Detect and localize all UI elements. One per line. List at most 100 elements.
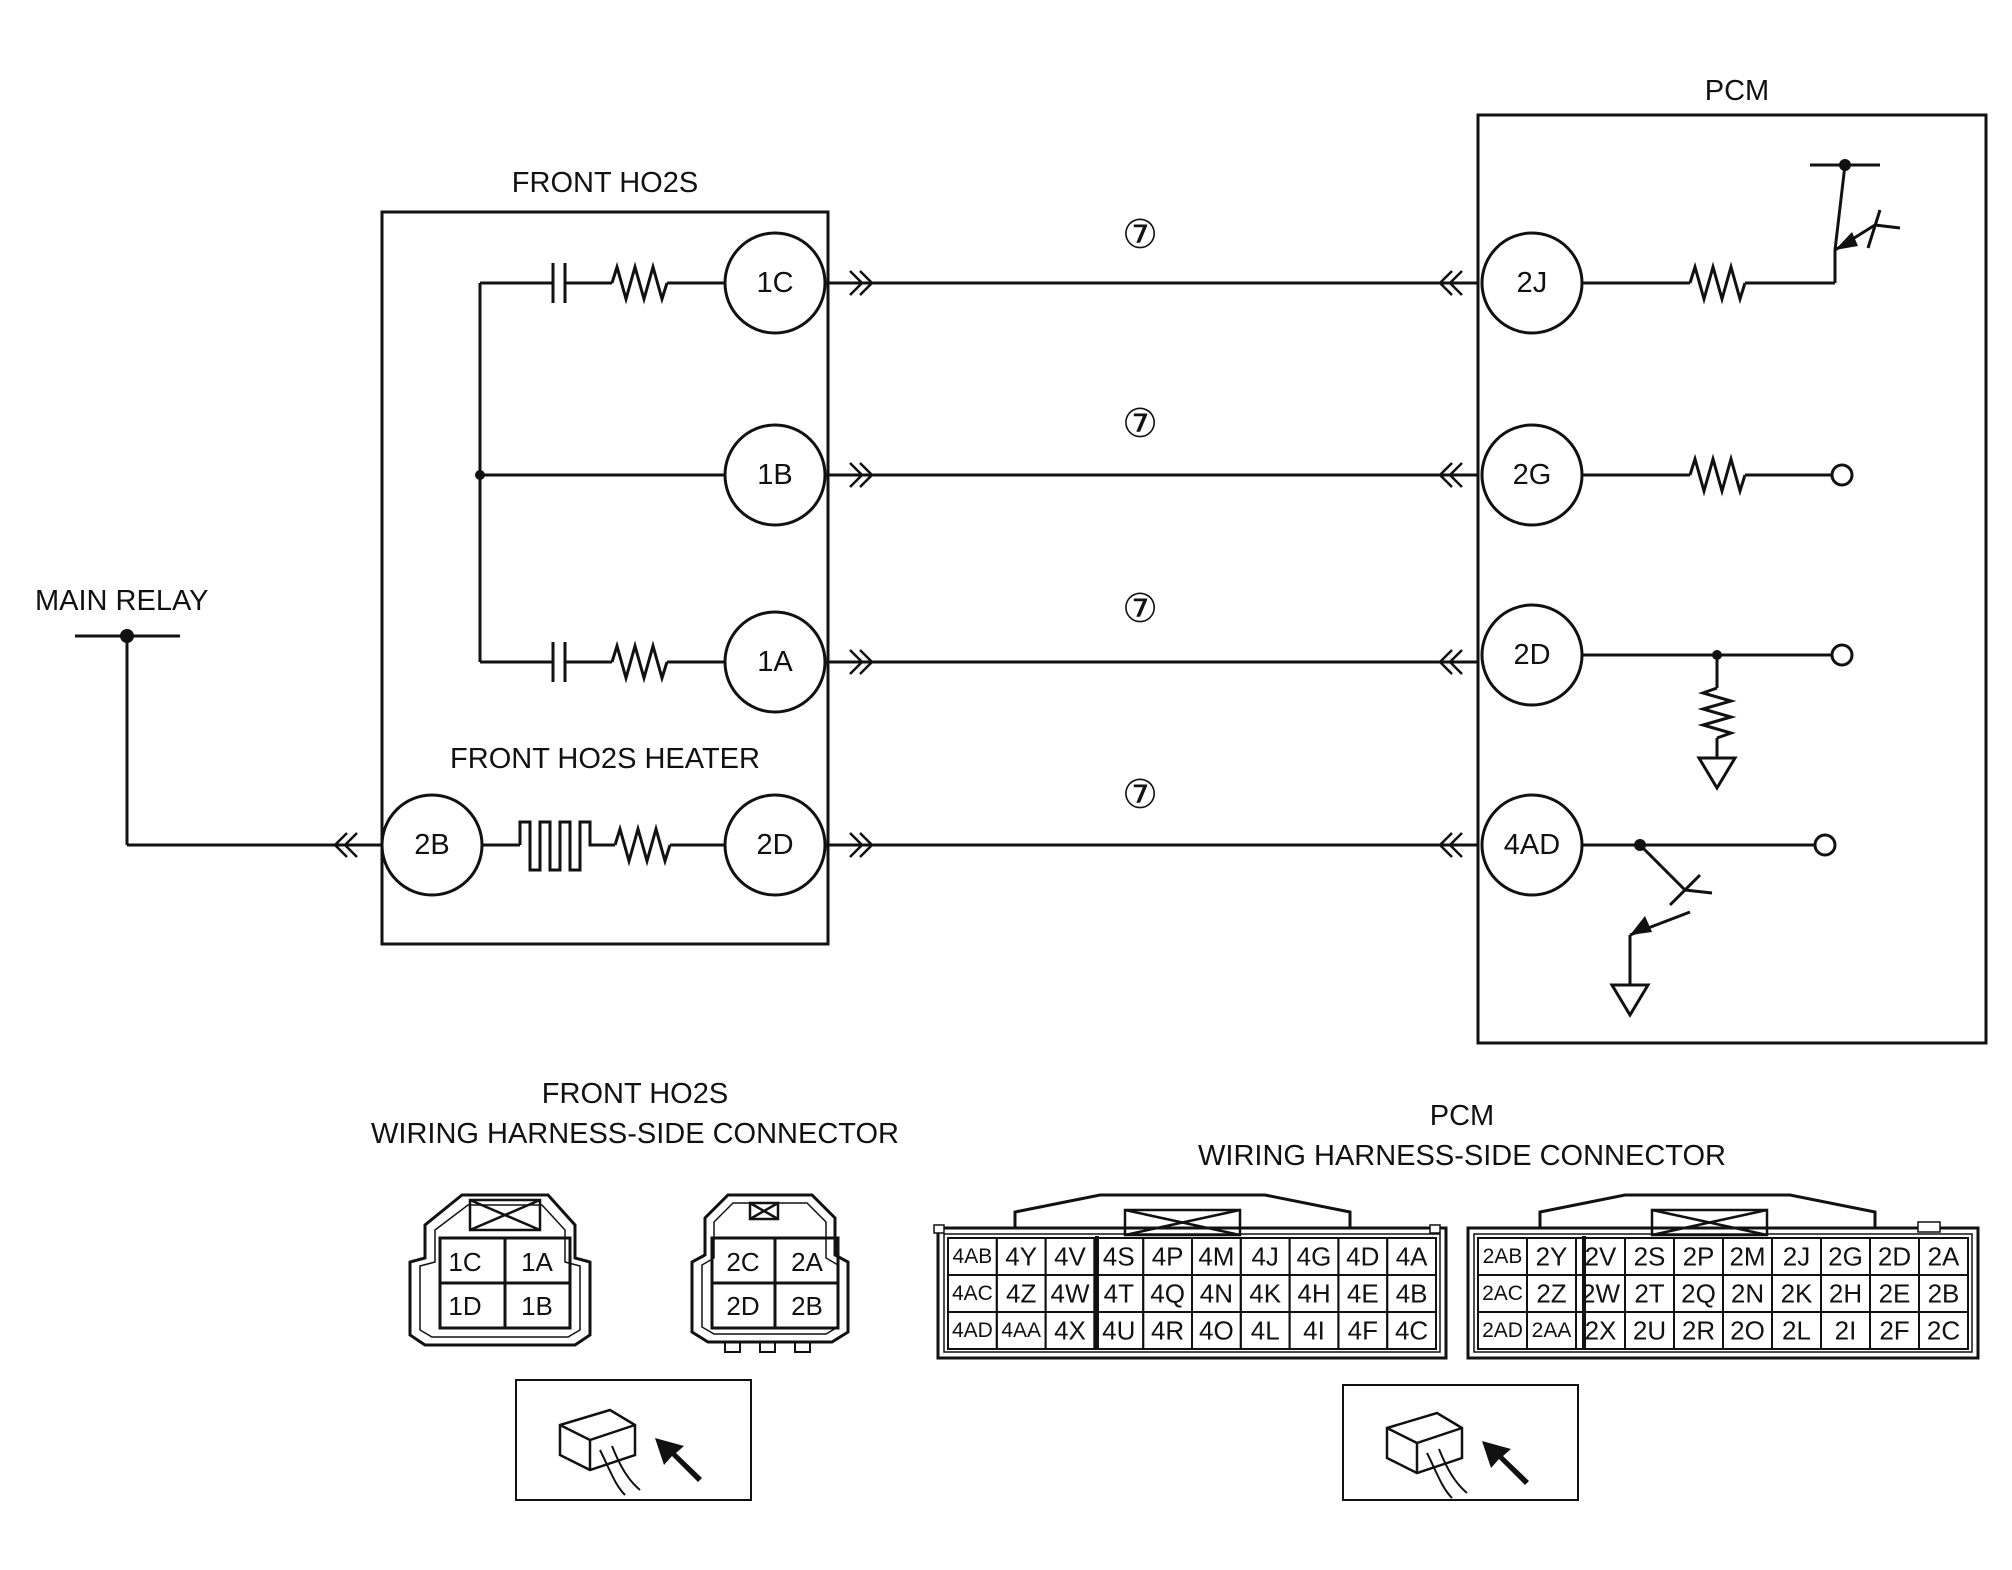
pcm4-pin-4k: 4K <box>1249 1279 1281 1309</box>
ho2s-pin-1b: 1B <box>521 1291 553 1321</box>
svg-text:4AD: 4AD <box>1504 829 1560 861</box>
svg-text:1A: 1A <box>757 646 793 678</box>
ho2s-pin-2b: 2B <box>791 1291 823 1321</box>
pcm2-pin-2z: 2Z <box>1536 1279 1566 1309</box>
pcm4-pin-4y: 4Y <box>1005 1242 1037 1272</box>
pcm2-pin-2ac: 2AC <box>1482 1282 1523 1305</box>
pcm2-pin-2d: 2D <box>1878 1242 1911 1272</box>
pcm2-pin-2g: 2G <box>1828 1242 1863 1272</box>
front-ho2s-box <box>380 210 830 946</box>
ho2s-pin-2a: 2A <box>791 1247 823 1277</box>
wire-mark-3: ⑦ <box>1122 587 1158 631</box>
pcm4-pin-4ab: 4AB <box>953 1245 993 1268</box>
pcm2-pin-2l: 2L <box>1782 1316 1811 1346</box>
pcm4-pin-4u: 4U <box>1102 1316 1135 1346</box>
ho2s-pin-1a: 1A <box>521 1247 553 1277</box>
pcm-internal-2j <box>1582 159 1901 301</box>
pcm-box <box>1476 113 1988 1045</box>
pcm4-pin-4f: 4F <box>1348 1316 1378 1346</box>
pcm4-pin-4t: 4T <box>1104 1279 1134 1309</box>
pcm-terminal-4ad: 4AD <box>1480 793 1584 897</box>
pcm4-pin-4e: 4E <box>1347 1279 1379 1309</box>
ho2s-connector-title-2: WIRING HARNESS-SIDE CONNECTOR <box>371 1118 899 1150</box>
ho2s-pin-2d: 2D <box>726 1291 759 1321</box>
pcm2-pin-2j: 2J <box>1783 1242 1810 1272</box>
main-relay-wire <box>75 629 382 859</box>
schematic: FRONT HO2S PCM 1C <box>35 75 1988 1045</box>
svg-text:2D: 2D <box>1513 639 1550 671</box>
pcm4-pin-4m: 4M <box>1198 1242 1234 1272</box>
ho2s-pin-1d: 1D <box>448 1291 481 1321</box>
sensor-internal-circuit <box>475 261 725 684</box>
ho2s-connector-view-icon <box>515 1379 752 1501</box>
svg-text:2D: 2D <box>756 829 793 861</box>
pcm4-pin-4w: 4W <box>1051 1279 1090 1309</box>
pcm2-cell <box>1918 1311 1969 1350</box>
pcm-terminal-2g: 2G <box>1480 423 1584 527</box>
pcm4-pin-4n: 4N <box>1200 1279 1233 1309</box>
wire-mark-1: ⑦ <box>1122 213 1158 257</box>
pcm2-pin-2t: 2T <box>1634 1279 1664 1309</box>
harness-wires <box>825 269 1478 859</box>
pcm4-pin-4v: 4V <box>1054 1242 1086 1272</box>
pcm4-pin-4p: 4P <box>1152 1242 1184 1272</box>
ho2s-pin-2c: 2C <box>726 1247 759 1277</box>
svg-text:2B: 2B <box>414 829 449 861</box>
pcm4-pin-4x: 4X <box>1054 1316 1086 1346</box>
pcm-connector-title-2: WIRING HARNESS-SIDE CONNECTOR <box>1198 1140 1726 1172</box>
pcm-terminal-2j: 2J <box>1480 231 1584 335</box>
svg-text:1B: 1B <box>757 459 792 491</box>
pcm2-pin-2c: 2C <box>1927 1316 1960 1346</box>
pcm2-pin-2m: 2M <box>1729 1242 1765 1272</box>
terminal-2b: 2B <box>380 793 484 897</box>
pcm2-pin-2h: 2H <box>1829 1279 1862 1309</box>
ho2s-connector-1: 1C 1A 1D 1B <box>408 1193 592 1347</box>
pcm-internal-2d <box>1582 643 1854 790</box>
pcm2-pin-2o: 2O <box>1730 1316 1765 1346</box>
wire-mark-4: ⑦ <box>1122 773 1158 817</box>
pcm-connector-title-1: PCM <box>1430 1100 1494 1132</box>
pcm2-pin-2r: 2R <box>1682 1316 1715 1346</box>
pcm4-pin-4ad: 4AD <box>952 1319 993 1342</box>
pcm4-pin-4h: 4H <box>1297 1279 1330 1309</box>
pcm2-pin-2i: 2I <box>1835 1316 1857 1346</box>
pcm4-pin-4aa: 4AA <box>1001 1319 1041 1342</box>
terminal-1b: 1B <box>723 423 827 527</box>
pcm4-pin-4o: 4O <box>1199 1316 1234 1346</box>
ho2s-connector-title-1: FRONT HO2S <box>542 1078 728 1110</box>
pcm2-pin-2s: 2S <box>1634 1242 1666 1272</box>
pcm2-pin-2n: 2N <box>1731 1279 1764 1309</box>
ho2s-connector-2: 2C 2A 2D 2B <box>690 1193 850 1353</box>
front-ho2s-label: FRONT HO2S <box>512 167 698 199</box>
ho2s-pin-1c: 1C <box>448 1247 481 1277</box>
pcm2-pin-2q: 2Q <box>1681 1279 1716 1309</box>
pcm4-pin-4d: 4D <box>1346 1242 1379 1272</box>
pcm-label: PCM <box>1705 75 1769 107</box>
pcm2-pin-2a: 2A <box>1928 1242 1960 1272</box>
main-relay-label: MAIN RELAY <box>35 585 209 617</box>
pcm-connector-view-icon <box>1342 1384 1579 1501</box>
heater-element <box>482 820 725 872</box>
pcm4-pin-4q: 4Q <box>1150 1279 1185 1309</box>
pcm2-pin-2v: 2V <box>1585 1242 1617 1272</box>
pcm2-pin-2x: 2X <box>1585 1316 1617 1346</box>
pcm2-pin-2ab: 2AB <box>1483 1245 1523 1268</box>
terminal-1c: 1C <box>723 231 827 335</box>
pcm-terminal-2d: 2D <box>1480 603 1584 707</box>
pcm4-pin-4l: 4L <box>1251 1316 1280 1346</box>
pcm4-pin-4b: 4B <box>1396 1279 1428 1309</box>
pcm4-pin-4s: 4S <box>1103 1242 1135 1272</box>
front-ho2s-heater-label: FRONT HO2S HEATER <box>450 743 760 775</box>
pcm4-pin-4g: 4G <box>1297 1242 1332 1272</box>
pcm4-pin-4j: 4J <box>1251 1242 1278 1272</box>
pcm2-pin-2e: 2E <box>1879 1279 1911 1309</box>
pcm2-pin-2p: 2P <box>1683 1242 1715 1272</box>
pcm2-pin-2ad: 2AD <box>1482 1319 1523 1342</box>
terminal-2d-heater: 2D <box>723 793 827 897</box>
pcm2-pin-2y: 2Y <box>1536 1242 1568 1272</box>
wire-mark-2: ⑦ <box>1122 402 1158 446</box>
pcm2-pin-2u: 2U <box>1633 1316 1666 1346</box>
